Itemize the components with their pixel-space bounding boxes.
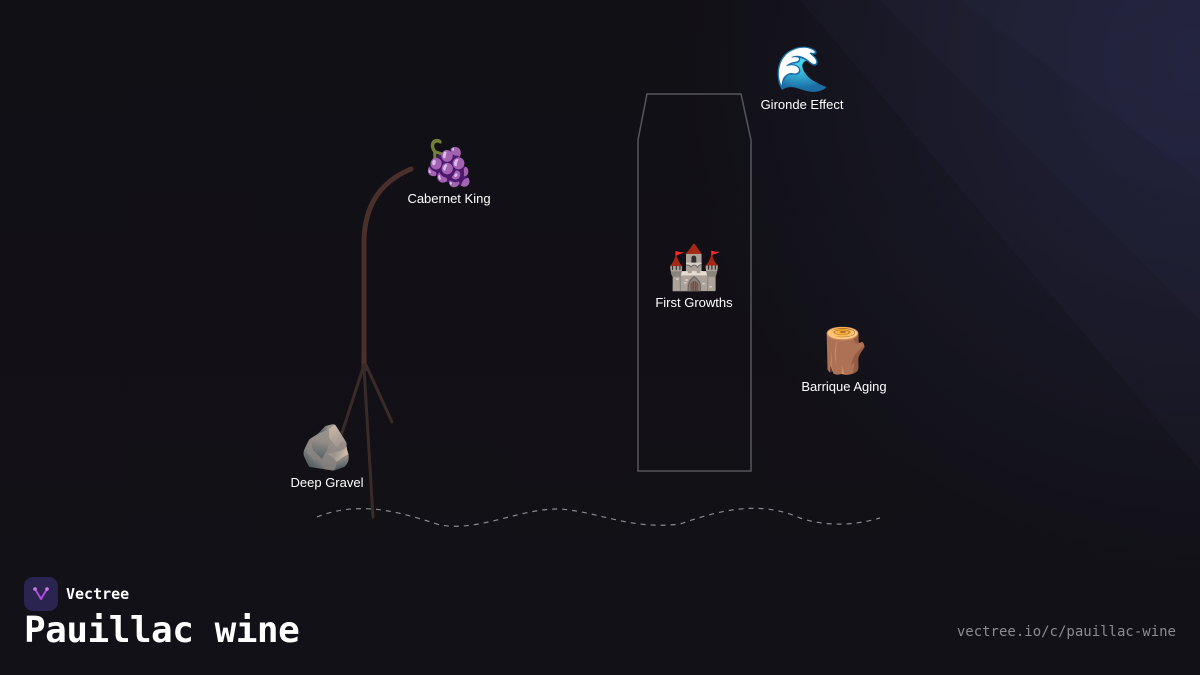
node-first-growths[interactable]: 🏰 First Growths — [614, 243, 774, 310]
node-gironde-effect[interactable]: 🌊 Gironde Effect — [722, 45, 882, 112]
node-barrique-aging[interactable]: 🪵 Barrique Aging — [764, 327, 924, 394]
node-label: Deep Gravel — [290, 475, 364, 490]
grapes-icon: 🍇 — [421, 139, 477, 188]
node-cabernet-king[interactable]: 🍇 Cabernet King — [369, 139, 529, 206]
ground-line — [316, 507, 881, 527]
bottle-outline — [637, 93, 752, 472]
brand[interactable]: Vectree — [24, 577, 129, 611]
node-label: Cabernet King — [407, 191, 491, 206]
page-url[interactable]: vectree.io/c/pauillac-wine — [956, 624, 1176, 640]
wave-icon: 🌊 — [774, 45, 830, 94]
vectree-logo-icon — [24, 577, 58, 611]
node-label: First Growths — [655, 295, 733, 310]
log-icon: 🪵 — [816, 327, 872, 376]
node-label: Gironde Effect — [760, 97, 844, 112]
node-label: Barrique Aging — [801, 379, 887, 394]
vine-root-left — [336, 363, 366, 447]
vine-root-center — [362, 366, 375, 519]
brand-name: Vectree — [66, 585, 130, 603]
castle-icon: 🏰 — [666, 243, 722, 292]
vine-root-right — [364, 363, 394, 424]
rock-icon: 🪨 — [299, 423, 355, 472]
node-deep-gravel[interactable]: 🪨 Deep Gravel — [247, 423, 407, 490]
page-title: Pauillac wine — [24, 610, 300, 651]
vine-stem — [361, 166, 414, 373]
